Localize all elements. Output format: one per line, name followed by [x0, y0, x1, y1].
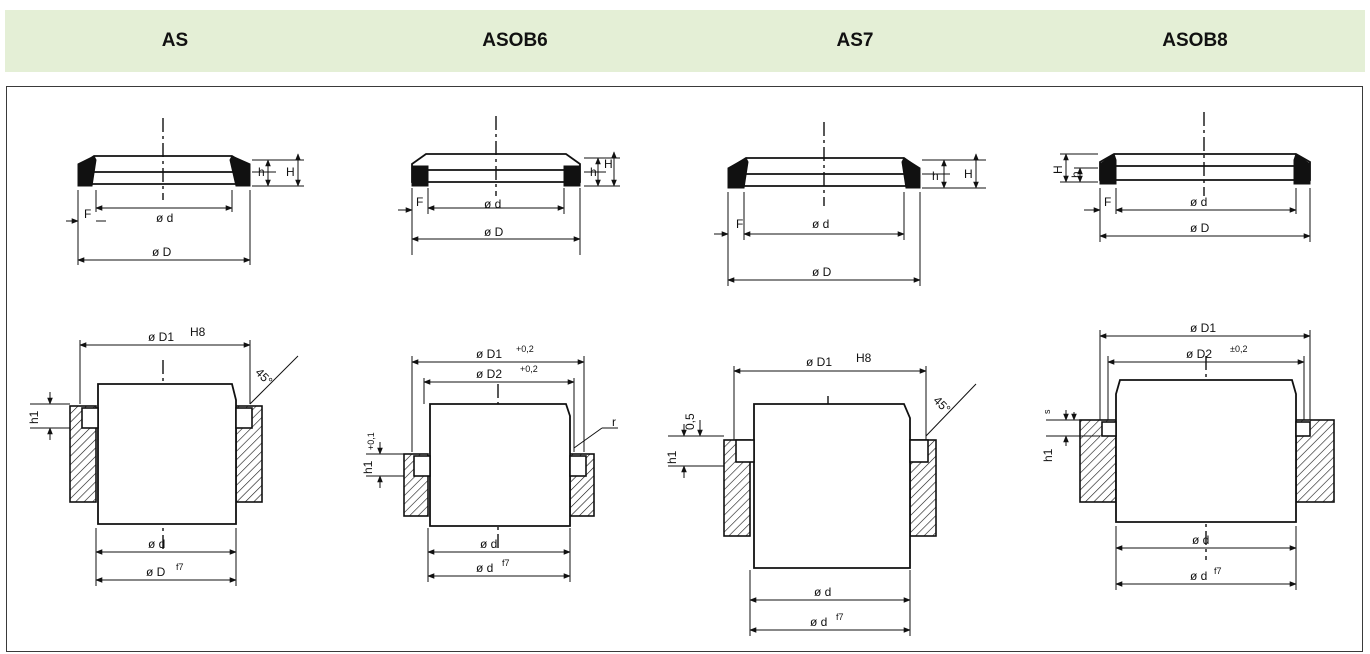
- as7-label-h: h: [932, 169, 939, 183]
- asob6-label-H: H: [604, 157, 613, 171]
- as7-label-angle: 45°: [931, 393, 954, 416]
- asob6-label-df-tol: f7: [502, 558, 510, 568]
- asob6-label-D1: ø D1: [476, 347, 502, 361]
- as7-housing-drawing: [668, 366, 977, 636]
- asob8-label-D: ø D: [1190, 221, 1210, 235]
- as7-label-h1: h1: [665, 450, 679, 464]
- asob6-label-r: r: [612, 415, 616, 429]
- as7-label-df-tol: f7: [836, 612, 844, 622]
- as-label-D1-tol: H8: [190, 325, 206, 339]
- as-seal-profile: [66, 118, 304, 265]
- as7-label-d2: ø d: [814, 585, 831, 599]
- column-title-asob8: ASOB8: [1162, 30, 1228, 51]
- as-label-d: ø d: [156, 211, 173, 225]
- as-label-angle: 45°: [253, 365, 276, 388]
- asob6-label-df: ø d: [476, 561, 493, 575]
- asob6-label-D: ø D: [484, 225, 504, 239]
- as7-label-D: ø D: [812, 265, 832, 279]
- asob8-housing-drawing: [1046, 330, 1335, 590]
- asob6-label-h: h: [590, 165, 597, 179]
- as-label-D1: ø D1: [148, 330, 174, 344]
- asob8-label-D2: ø D2: [1186, 347, 1212, 361]
- asob8-label-D1: ø D1: [1190, 321, 1216, 335]
- asob8-label-D2-tol: ±0,2: [1230, 344, 1247, 354]
- as7-label-H: H: [964, 167, 973, 181]
- asob6-label-D1-tol: +0,2: [516, 344, 534, 354]
- as-label-H: H: [286, 165, 295, 179]
- as-label-h: h: [258, 165, 265, 179]
- as-label-h1: h1: [27, 410, 41, 424]
- asob8-label-H: H: [1051, 165, 1065, 174]
- drawings-panel: [6, 86, 1363, 652]
- header-bar: AS ASOB6 AS7 ASOB8: [5, 10, 1365, 72]
- asob6-label-d2: ø d: [480, 537, 497, 551]
- column-title-asob6: ASOB6: [482, 30, 548, 51]
- asob8-label-h1: h1: [1041, 448, 1055, 462]
- as-label-D2: ø D: [146, 565, 166, 579]
- asob8-label-d2: ø d: [1192, 533, 1209, 547]
- asob6-label-tol-h1: +0,1: [366, 432, 376, 450]
- column-title-as: AS: [161, 30, 189, 51]
- asob6-label-h1: h1: [361, 460, 375, 474]
- as7-label-gap: 0,5: [683, 413, 697, 430]
- asob6-seal-profile: [398, 116, 620, 255]
- as-label-F: F: [84, 207, 91, 221]
- asob8-label-df: ø d: [1190, 569, 1207, 583]
- as7-label-D1-tol: H8: [856, 351, 872, 365]
- as7-label-D1: ø D1: [806, 355, 832, 369]
- as-label-D: ø D: [152, 245, 172, 259]
- as-label-D2-tol: f7: [176, 562, 184, 572]
- asob6-label-D2-tol: +0,2: [520, 364, 538, 374]
- asob6-housing-drawing: [366, 356, 618, 582]
- asob6-label-D2: ø D2: [476, 367, 502, 381]
- asob8-label-h: h: [1069, 171, 1083, 178]
- asob8-label-s: s: [1042, 409, 1052, 414]
- asob8-seal-profile: [1060, 112, 1311, 242]
- asob8-label-d: ø d: [1190, 195, 1207, 209]
- column-title-as7: AS7: [836, 30, 874, 51]
- asob8-label-df-tol: f7: [1214, 566, 1222, 576]
- asob6-label-d: ø d: [484, 197, 501, 211]
- as-housing-drawing: [30, 340, 299, 586]
- as7-label-F: F: [736, 217, 743, 231]
- asob8-label-F: F: [1104, 195, 1111, 209]
- as7-seal-profile: [714, 122, 986, 286]
- asob6-label-F: F: [416, 195, 423, 209]
- as7-label-d: ø d: [812, 217, 829, 231]
- as7-label-df: ø d: [810, 615, 827, 629]
- as-label-d2: ø d: [148, 537, 165, 551]
